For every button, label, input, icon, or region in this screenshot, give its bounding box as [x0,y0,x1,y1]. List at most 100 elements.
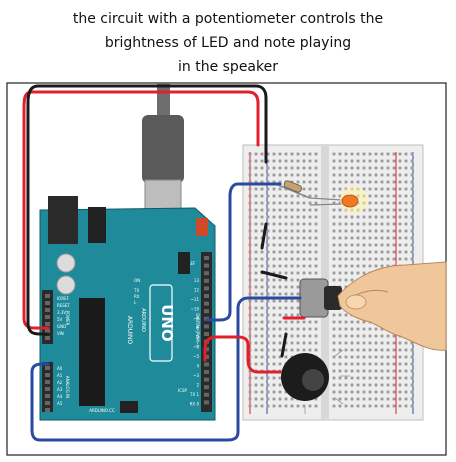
breadboard-hole [411,356,414,359]
breadboard-hole [405,209,408,212]
breadboard-hole [261,188,264,191]
reset-pin-label: RESET [57,303,70,308]
breadboard-hole [339,230,342,233]
breadboard-hole [309,230,312,233]
breadboard-hole [291,314,294,317]
breadboard-hole [255,398,258,401]
breadboard-hole [393,405,396,408]
breadboard-hole [369,265,372,268]
breadboard-hole [411,153,414,156]
breadboard-hole [339,363,342,366]
breadboard-hole [249,307,252,310]
breadboard-hole [399,223,402,226]
breadboard-hole [357,251,360,254]
breadboard-hole [411,377,414,380]
breadboard-hole [273,160,276,163]
breadboard-hole [261,335,264,338]
breadboard-hole [279,265,282,268]
breadboard-hole [369,160,372,163]
breadboard-hole [279,272,282,275]
speaker-cone [302,369,324,391]
breadboard-hole [369,370,372,373]
breadboard-hole [279,377,282,380]
breadboard-hole [291,328,294,331]
breadboard-hole [405,174,408,177]
breadboard-hole [333,216,336,219]
breadboard-hole [303,328,306,331]
breadboard-hole [273,223,276,226]
header-hole [204,362,209,366]
breadboard-hole [399,342,402,345]
breadboard-hole [273,230,276,233]
breadboard-hole [345,216,348,219]
breadboard-hole [339,265,342,268]
breadboard-hole [411,405,414,408]
breadboard-hole [255,335,258,338]
breadboard-hole [279,174,282,177]
breadboard-hole [381,356,384,359]
breadboard-hole [309,188,312,191]
breadboard-hole [351,265,354,268]
breadboard-hole [267,335,270,338]
breadboard-hole [279,349,282,352]
breadboard-hole [297,160,300,163]
breadboard-hole [333,209,336,212]
breadboard-hole [411,370,414,373]
breadboard-hole [309,153,312,156]
breadboard-hole [339,328,342,331]
breadboard-hole [387,202,390,205]
breadboard-hole [387,167,390,170]
breadboard-hole [399,251,402,254]
breadboard-hole [297,202,300,205]
breadboard-hole [357,223,360,226]
breadboard-hole [279,223,282,226]
breadboard-hole [339,349,342,352]
breadboard-hole [309,160,312,163]
on-label: ON [134,278,140,283]
breadboard-hole [315,202,318,205]
breadboard-hole [261,356,264,359]
breadboard-hole [315,272,318,275]
header-hole [204,256,209,260]
breadboard-hole [285,286,288,289]
breadboard-hole [351,391,354,394]
breadboard-hole [369,335,372,338]
breadboard-hole [255,230,258,233]
breadboard-hole [255,286,258,289]
breadboard-hole [279,216,282,219]
breadboard-hole [279,384,282,387]
breadboard-hole [333,230,336,233]
breadboard-hole [345,342,348,345]
breadboard-hole [387,216,390,219]
digital-pin-label: 12 [194,288,200,293]
breadboard-hole [375,216,378,219]
breadboard-hole [273,265,276,268]
breadboard-hole [393,258,396,261]
breadboard-hole [381,167,384,170]
breadboard-hole [399,174,402,177]
breadboard-hole [291,209,294,212]
breadboard-hole [303,216,306,219]
breadboard-hole [285,265,288,268]
breadboard-hole [303,237,306,240]
breadboard-hole [285,195,288,198]
breadboard-hole [255,377,258,380]
breadboard-hole [309,265,312,268]
breadboard-hole [339,398,342,401]
breadboard-hole [273,153,276,156]
breadboard-hole [381,251,384,254]
breadboard-hole [405,356,408,359]
breadboard-hole [345,321,348,324]
breadboard-hole [375,237,378,240]
breadboard-hole [333,335,336,338]
breadboard-hole [351,384,354,387]
breadboard-hole [351,244,354,247]
breadboard-hole [387,251,390,254]
breadboard-hole [249,265,252,268]
breadboard-hole [273,335,276,338]
breadboard-hole [357,230,360,233]
breadboard-hole [291,300,294,303]
breadboard-hole [351,223,354,226]
breadboard-hole [393,251,396,254]
breadboard-hole [267,216,270,219]
